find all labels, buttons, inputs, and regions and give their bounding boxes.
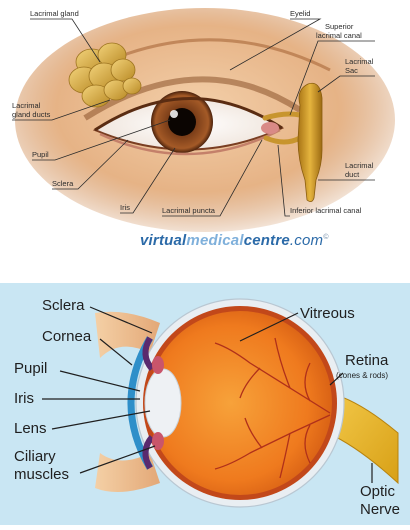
label-lacrimal-sac-2: Sac — [345, 66, 358, 75]
logo-part-centre: centre — [244, 232, 290, 249]
lacrimal-apparatus-diagram: Lacrimal gland Eyelid Superior lacrimal … — [0, 0, 410, 260]
label-superior-lacrimal-canal-1: Superior — [325, 22, 354, 31]
eye-cross-section-illustration: Sclera Cornea Pupil Iris Lens Ciliary mu… — [0, 283, 410, 525]
label-lacrimal-puncta: Lacrimal puncta — [162, 206, 216, 215]
label-superior-lacrimal-canal-2: lacrimal canal — [316, 31, 362, 40]
label-lens: Lens — [14, 420, 47, 437]
virtualmedicalcentre-logo: virtualmedicalcentre.com© — [140, 232, 329, 249]
label-lacrimal-gland-ducts-1: Lacrimal — [12, 101, 41, 110]
label-sclera: Sclera — [52, 179, 74, 188]
label-optic-nerve-1: Optic — [360, 483, 396, 500]
eye-cross-section-diagram: Sclera Cornea Pupil Iris Lens Ciliary mu… — [0, 283, 410, 525]
logo-part-virtual: virtual — [140, 232, 186, 249]
label-cornea: Cornea — [42, 328, 92, 345]
logo-part-com: .com — [290, 232, 323, 249]
label-vitreous: Vitreous — [300, 305, 355, 322]
label-ciliary-muscles-2: muscles — [14, 466, 69, 483]
label-lacrimal-sac-1: Lacrimal — [345, 57, 374, 66]
label-eyelid: Eyelid — [290, 9, 310, 18]
ciliary-lower-shape — [152, 432, 164, 450]
label-pupil-2: Pupil — [14, 360, 47, 377]
caruncle — [261, 122, 279, 134]
label-lacrimal-duct-2: duct — [345, 170, 360, 179]
label-lacrimal-gland-ducts-2: gland ducts — [12, 110, 51, 119]
label-lacrimal-duct-1: Lacrimal — [345, 161, 374, 170]
label-inferior-lacrimal-canal: Inferior lacrimal canal — [290, 206, 362, 215]
lacrimal-apparatus-illustration: Lacrimal gland Eyelid Superior lacrimal … — [0, 0, 410, 260]
logo-part-medical: medical — [186, 232, 243, 249]
label-iris: Iris — [120, 203, 130, 212]
logo-copyright-mark: © — [323, 234, 328, 241]
ciliary-upper-shape — [152, 356, 164, 374]
label-iris-2: Iris — [14, 390, 34, 407]
label-lacrimal-gland: Lacrimal gland — [30, 9, 79, 18]
label-retina-sub: (cones & rods) — [336, 371, 388, 380]
label-optic-nerve-2: Nerve — [360, 501, 400, 518]
label-sclera-2: Sclera — [42, 297, 85, 314]
eye-highlight — [170, 110, 178, 118]
lens-shape — [145, 369, 181, 437]
label-ciliary-muscles-1: Ciliary — [14, 448, 56, 465]
label-pupil: Pupil — [32, 150, 49, 159]
label-retina: Retina — [345, 352, 389, 369]
